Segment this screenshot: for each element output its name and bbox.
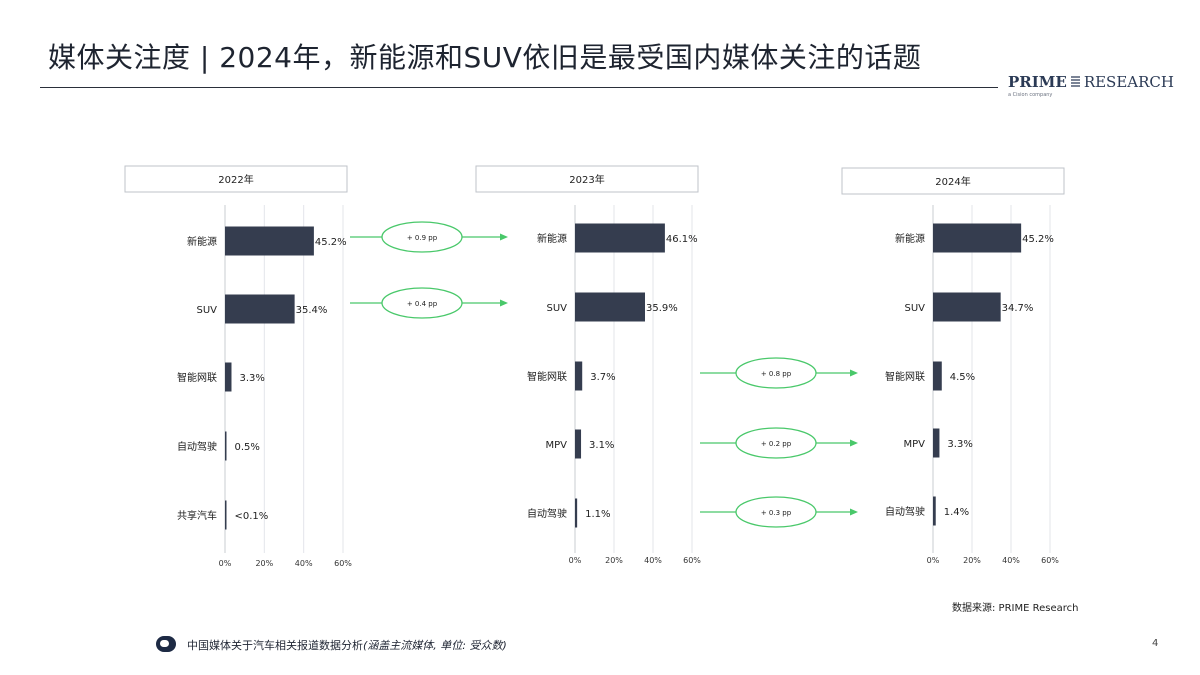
panel-header-box xyxy=(475,165,699,193)
change-label: + 0.9 pp xyxy=(407,234,438,242)
panel-title: 2022年 xyxy=(218,173,253,186)
bar xyxy=(225,431,227,461)
category-label: 共享汽车 xyxy=(177,509,217,522)
arrow-head-icon xyxy=(850,508,858,516)
category-label: MPV xyxy=(546,440,568,451)
bar xyxy=(575,429,582,459)
value-label: 45.2% xyxy=(315,237,347,248)
change-pill xyxy=(735,427,817,459)
brand-bubble-icon xyxy=(156,636,176,652)
value-label: <0.1% xyxy=(235,511,269,522)
value-label: 1.1% xyxy=(585,509,610,520)
bar xyxy=(933,496,936,526)
x-tick-label: 40% xyxy=(1002,556,1020,565)
arrow-head-icon xyxy=(500,299,508,307)
change-pill xyxy=(735,496,817,528)
prime-research-logo: PRIME RESEARCH a Cision company xyxy=(1008,73,1174,103)
logo-subtitle: a Cision company xyxy=(1008,92,1053,98)
value-label: 3.1% xyxy=(589,440,614,451)
logo-brand-rest: RESEARCH xyxy=(1083,73,1174,91)
arrow-head-icon xyxy=(850,369,858,377)
x-tick-label: 60% xyxy=(334,559,352,568)
logo-mark-icon xyxy=(1070,76,1080,88)
x-tick-label: 60% xyxy=(1041,556,1059,565)
source-note: 数据来源: PRIME Research xyxy=(952,603,1079,614)
panel-header-box xyxy=(124,165,348,193)
value-label: 45.2% xyxy=(1022,234,1054,245)
bar xyxy=(933,361,942,391)
change-label: + 0.3 pp xyxy=(761,509,792,517)
change-pill xyxy=(735,357,817,389)
bar xyxy=(225,500,227,530)
x-tick-label: 40% xyxy=(644,556,662,565)
logo-brand-bold: PRIME xyxy=(1008,73,1067,91)
bar xyxy=(575,498,578,528)
category-label: 自动驾驶 xyxy=(177,440,217,453)
category-label: SUV xyxy=(546,303,567,314)
arrow-head-icon xyxy=(850,439,858,447)
category-label: 新能源 xyxy=(187,235,217,248)
value-label: 46.1% xyxy=(666,234,698,245)
bar xyxy=(575,292,646,322)
x-tick-label: 20% xyxy=(255,559,273,568)
category-label: 自动驾驶 xyxy=(885,505,925,518)
logo-wordmark: PRIME RESEARCH xyxy=(1008,73,1174,91)
category-label: 自动驾驶 xyxy=(527,507,567,520)
footer-text: 中国媒体关于汽车相关报道数据分析 xyxy=(187,639,363,652)
bar xyxy=(575,223,665,253)
change-pill xyxy=(381,221,463,253)
arrow-head-icon xyxy=(500,233,508,241)
panel-title: 2024年 xyxy=(935,175,970,188)
value-label: 3.3% xyxy=(239,373,264,384)
bar xyxy=(225,294,295,324)
category-label: 新能源 xyxy=(537,232,567,245)
category-label: SUV xyxy=(196,305,217,316)
bar xyxy=(933,223,1022,253)
category-label: MPV xyxy=(904,439,926,450)
value-label: 3.3% xyxy=(947,439,972,450)
change-label: + 0.2 pp xyxy=(761,440,792,448)
value-label: 4.5% xyxy=(950,372,975,383)
bar xyxy=(225,226,314,256)
category-label: SUV xyxy=(904,303,925,314)
bar xyxy=(933,428,940,458)
change-label: + 0.4 pp xyxy=(407,300,438,308)
panel-header-box xyxy=(841,167,1065,195)
x-tick-label: 60% xyxy=(683,556,701,565)
value-label: 35.9% xyxy=(646,303,678,314)
x-tick-label: 0% xyxy=(569,556,582,565)
page-number: 4 xyxy=(1152,638,1159,649)
x-tick-label: 20% xyxy=(963,556,981,565)
bar xyxy=(575,361,583,391)
value-label: 34.7% xyxy=(1002,303,1034,314)
value-label: 35.4% xyxy=(296,305,328,316)
change-label: + 0.8 pp xyxy=(761,370,792,378)
category-label: 智能网联 xyxy=(527,370,567,383)
value-label: 1.4% xyxy=(944,507,969,518)
category-label: 新能源 xyxy=(895,232,925,245)
bar xyxy=(933,292,1001,322)
x-tick-label: 40% xyxy=(295,559,313,568)
category-label: 智能网联 xyxy=(177,371,217,384)
bar xyxy=(225,362,232,392)
x-tick-label: 0% xyxy=(219,559,232,568)
panel-title: 2023年 xyxy=(569,173,604,186)
value-label: 0.5% xyxy=(235,442,260,453)
page-title: 媒体关注度 | 2024年，新能源和SUV依旧是最受国内媒体关注的话题 xyxy=(48,41,922,74)
x-tick-label: 0% xyxy=(927,556,940,565)
value-label: 3.7% xyxy=(590,372,615,383)
change-pill xyxy=(381,287,463,319)
category-label: 智能网联 xyxy=(885,370,925,383)
x-tick-label: 20% xyxy=(605,556,623,565)
footer-italic: (涵盖主流媒体, 单位: 受众数) xyxy=(363,639,507,652)
title-divider xyxy=(40,87,998,88)
footer-caption: 中国媒体关于汽车相关报道数据分析(涵盖主流媒体, 单位: 受众数) xyxy=(187,637,507,653)
